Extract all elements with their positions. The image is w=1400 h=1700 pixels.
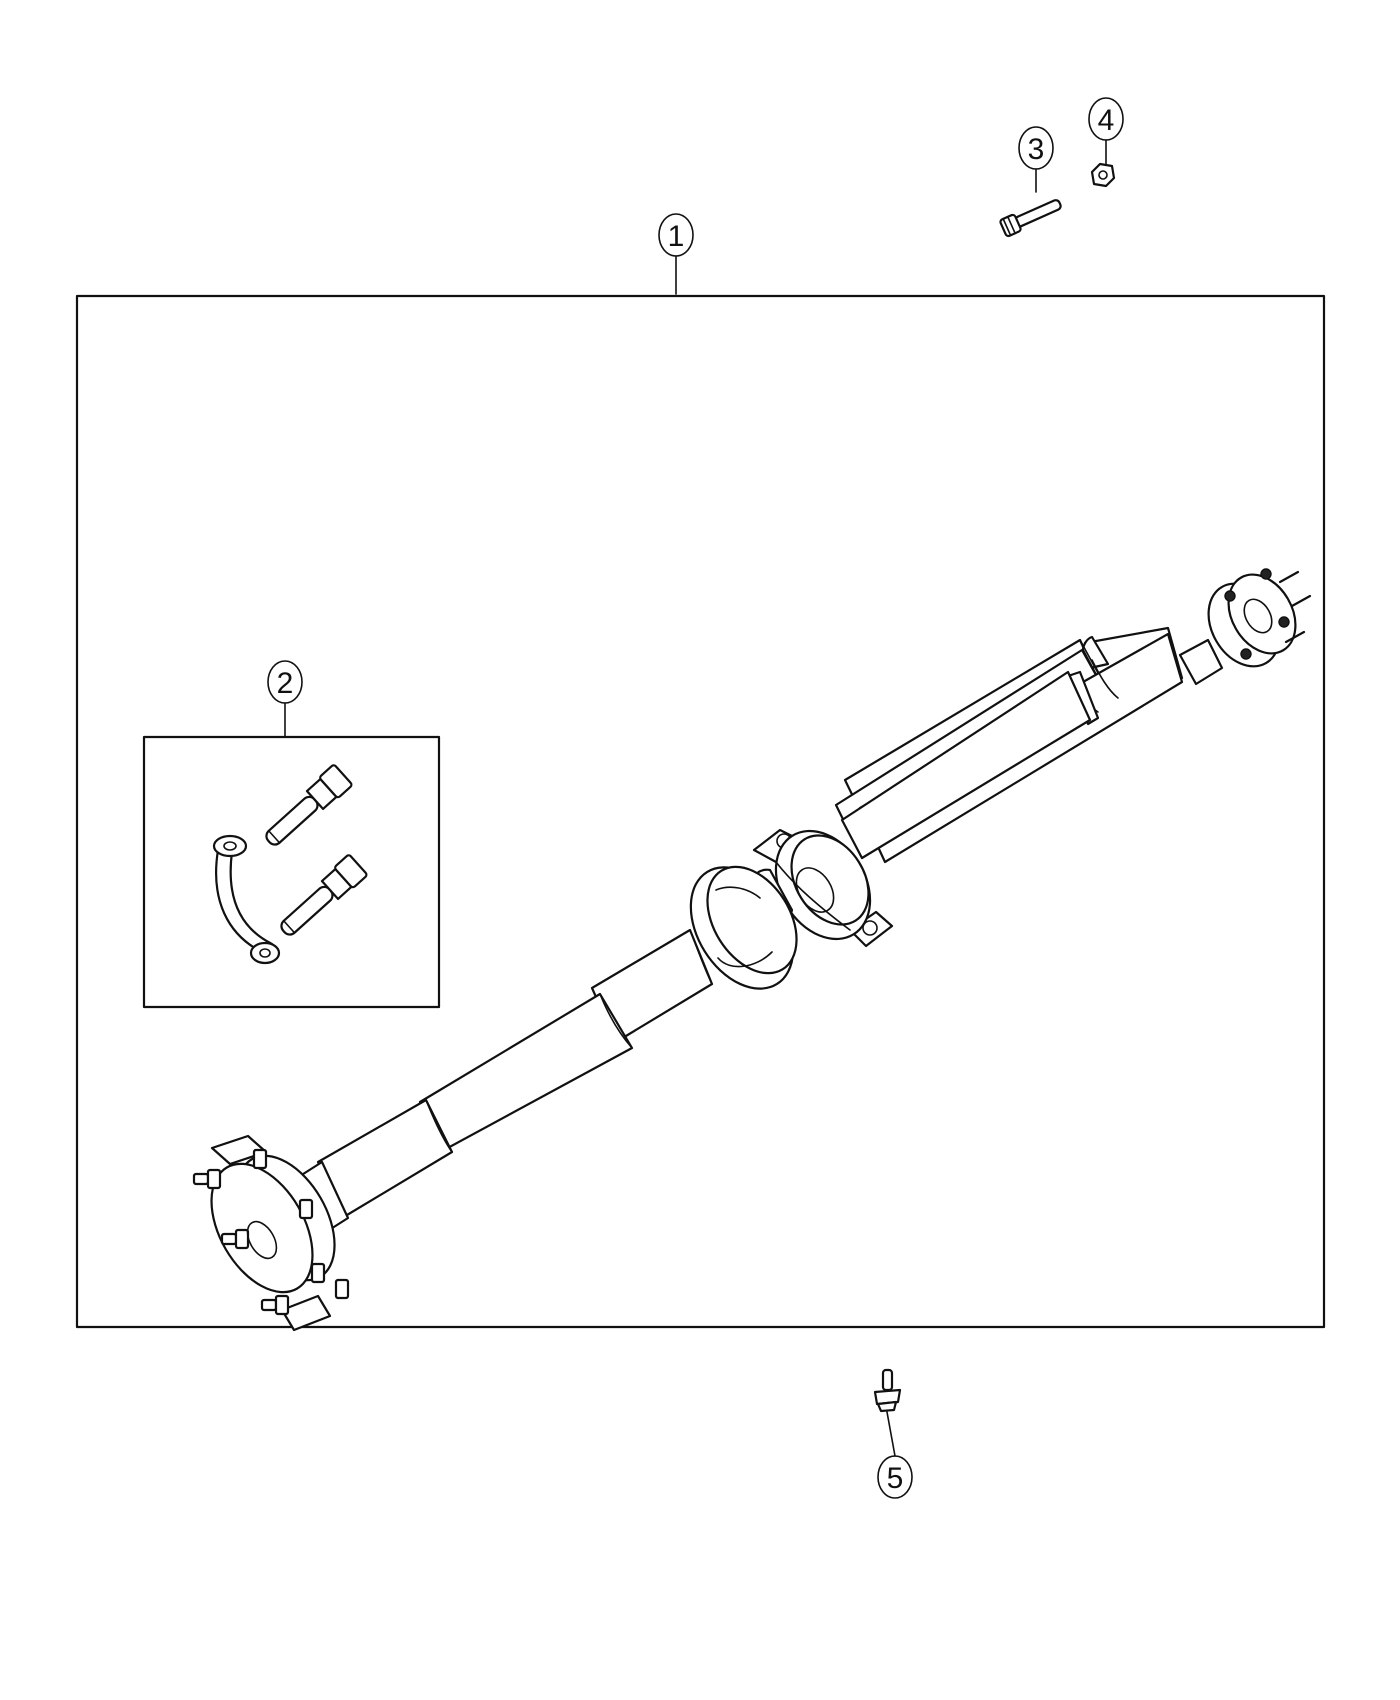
callout-4-label: 4 — [1098, 104, 1115, 137]
kit-frame — [142, 735, 441, 1009]
flange-studs — [192, 1148, 350, 1316]
bolt-icon — [999, 199, 1062, 238]
callout-1[interactable]: 1 — [658, 213, 694, 295]
callout-2[interactable]: 2 — [267, 660, 303, 737]
callout-4[interactable]: 4 — [1088, 97, 1124, 165]
callout-1-label: 1 — [668, 220, 685, 253]
nut-icon — [1090, 162, 1116, 188]
mounting-bolt-icon — [873, 1368, 902, 1413]
callout-5-label: 5 — [887, 1462, 904, 1495]
callout-2-label: 2 — [277, 667, 294, 700]
driveshaft-assembly-icon — [192, 568, 1312, 1332]
callout-3-label: 3 — [1028, 133, 1045, 166]
flex-disc-bolt-kit-icon — [212, 764, 368, 965]
assembly-frame — [75, 294, 1326, 1329]
callout-3[interactable]: 3 — [1018, 126, 1054, 193]
callout-5[interactable]: 5 — [877, 1411, 913, 1499]
